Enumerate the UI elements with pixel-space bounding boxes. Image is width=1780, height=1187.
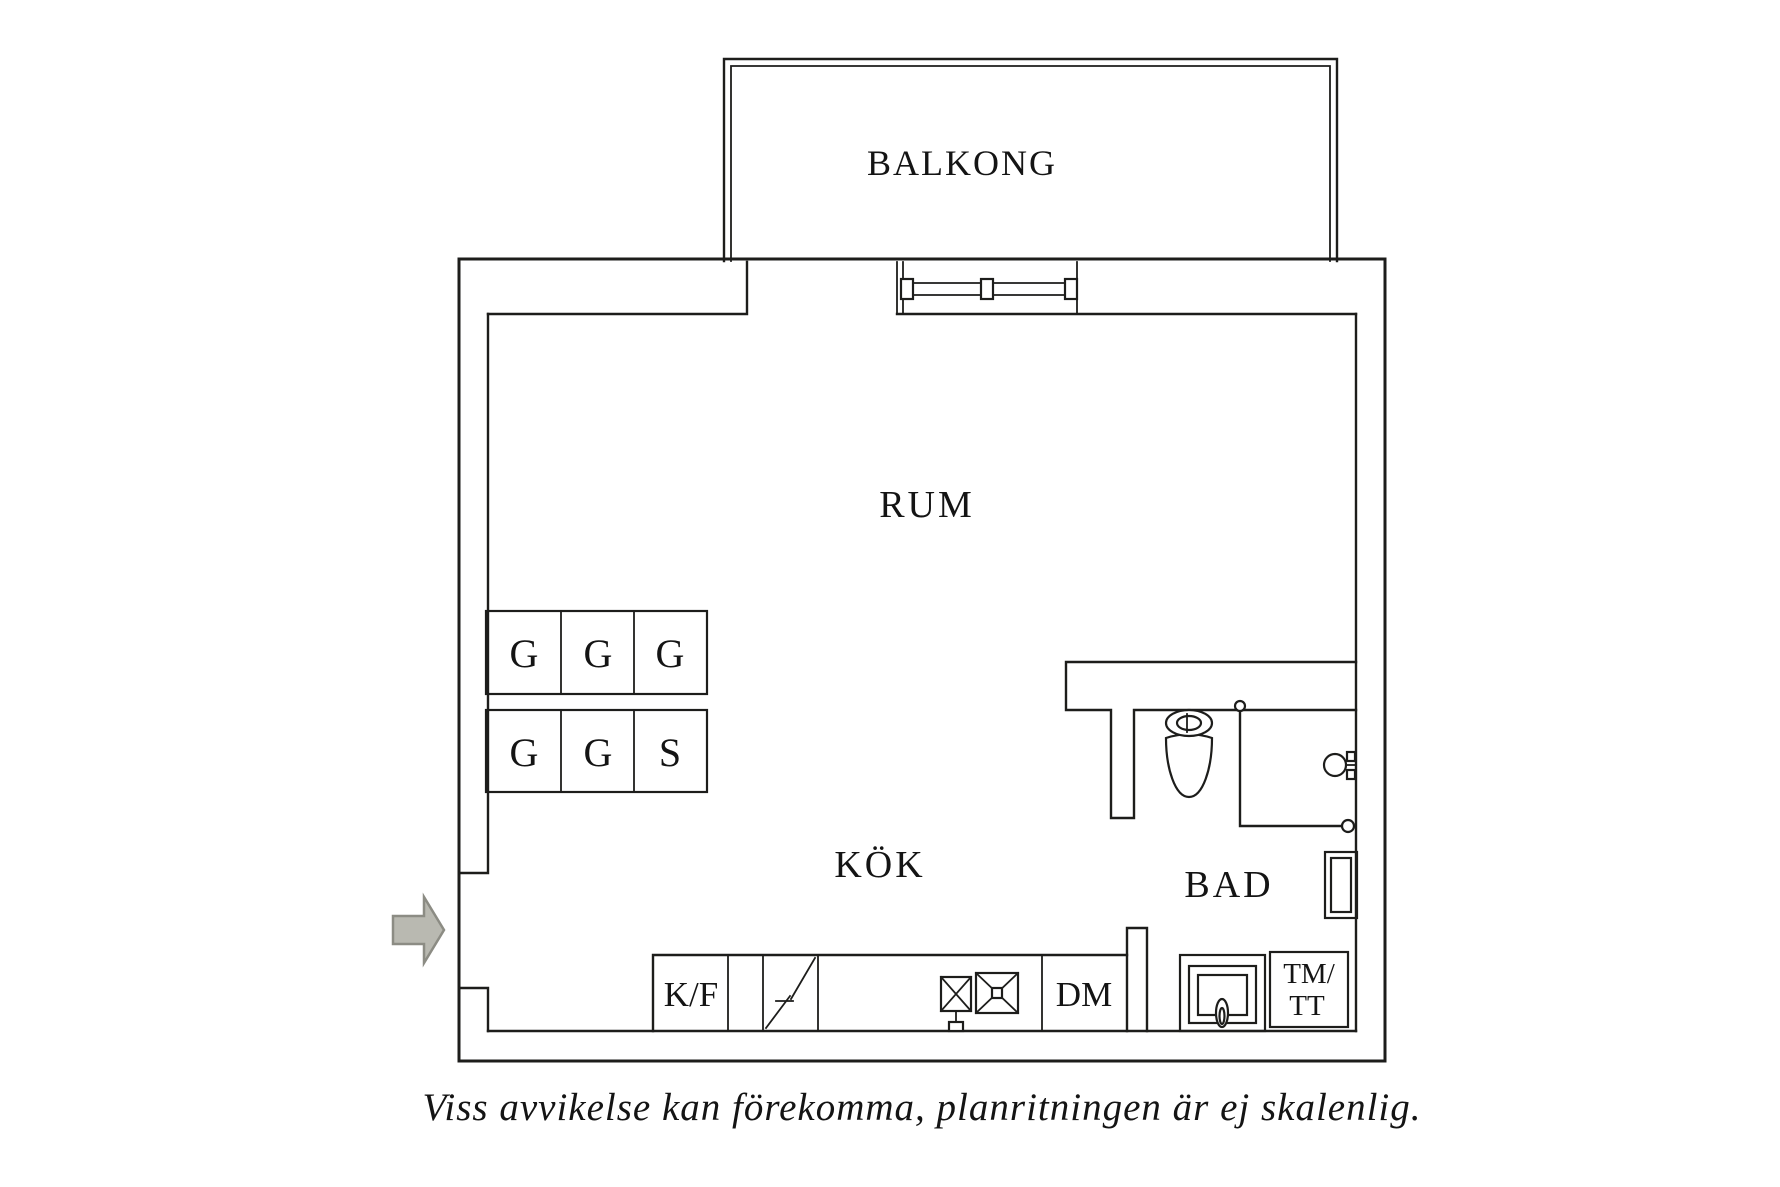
top-wall-left-inner: [486, 260, 749, 316]
shower-screen: [1238, 710, 1344, 828]
toilet-icon: [1164, 708, 1214, 799]
closet-label: G: [584, 730, 613, 775]
left-wall-lower-inner: [457, 986, 490, 1033]
sink-drain: [990, 986, 1004, 1000]
shower-mixer-pin-bottom: [1345, 768, 1357, 781]
kitchen-bathroom-wall-stub: [1125, 926, 1149, 1033]
radiator-icon: [1323, 850, 1359, 920]
closet-row1: [484, 609, 709, 696]
bathroom-label: BAD: [1184, 864, 1273, 906]
shower-mixer-icon: [1322, 750, 1357, 781]
window-mullion-left: [899, 277, 915, 301]
counter-outline: [651, 953, 1129, 1033]
sink-basin-right: [974, 971, 1020, 1015]
washer-dryer-box: [1268, 950, 1350, 1029]
sink-basin-left-cross: [939, 975, 973, 1013]
radiator-inner: [1329, 856, 1353, 914]
bathroom-sink-icon: [1178, 953, 1267, 1033]
closet-row1-dividers: [560, 610, 635, 695]
sink-tap-base: [947, 1020, 965, 1033]
window-mullion-center: [979, 277, 995, 301]
bathroom: TM/ TT: [1164, 699, 1359, 1033]
kitchen-counter: K/F DM: [651, 953, 1129, 1033]
room-label: RUM: [879, 484, 975, 526]
closets: G G G G G S: [484, 609, 709, 794]
closet-row2: [484, 708, 709, 794]
toilet-flush: [1175, 714, 1203, 732]
bath-sink-cabinet: [1178, 953, 1267, 1033]
closet-row2-dividers: [560, 709, 635, 793]
closet-label: G: [584, 631, 613, 676]
washer-dryer-label-line2: TT: [1289, 990, 1325, 1022]
closet-label: G: [510, 730, 539, 775]
disclaimer-text: Viss avvikelse kan förekomma, planritnin…: [422, 1086, 1421, 1129]
radiator-outer: [1323, 850, 1359, 920]
shower-enclosure: [1233, 699, 1357, 834]
fridge-freezer-label: K/F: [664, 975, 718, 1014]
closet-label: G: [510, 631, 539, 676]
shower-mixer-knob: [1322, 752, 1348, 778]
washer-dryer-label-line1: TM/: [1283, 958, 1336, 990]
balcony-window: [896, 261, 1079, 315]
entrance-arrow-icon: [391, 892, 446, 968]
stove-icon: [764, 956, 817, 1030]
kitchen-label: KÖK: [834, 844, 925, 886]
outer-wall: [457, 257, 1387, 1063]
window-mullion-right: [1063, 277, 1079, 301]
bath-sink-tap-inner: [1218, 1006, 1226, 1026]
shower-mixer-pin-top: [1345, 750, 1357, 763]
kitchen-sink-icon: [939, 971, 1020, 1033]
balcony-inner-wall: [730, 65, 1331, 262]
closet-label: S: [659, 730, 681, 775]
bathroom-walls: [1064, 660, 1358, 1033]
dishwasher-label: DM: [1056, 975, 1112, 1014]
toilet-bowl: [1164, 733, 1214, 799]
stove-diagonal: [764, 956, 817, 1030]
closet-label: G: [656, 631, 685, 676]
toilet-tank: [1164, 708, 1214, 738]
shower-screen-hinge-right: [1340, 818, 1356, 834]
balcony: BALKONG: [722, 57, 1339, 263]
balcony-label: BALKONG: [867, 143, 1057, 183]
balcony-outer-wall: [722, 57, 1339, 263]
washer-dryer: TM/ TT: [1268, 950, 1350, 1029]
counter-dividers: [727, 954, 1043, 1032]
bath-sink-tap: [1214, 997, 1230, 1029]
left-wall-upper-inner: [457, 312, 490, 875]
bathroom-dividing-wall: [1064, 660, 1358, 820]
shower-screen-hinge-top: [1233, 699, 1247, 713]
